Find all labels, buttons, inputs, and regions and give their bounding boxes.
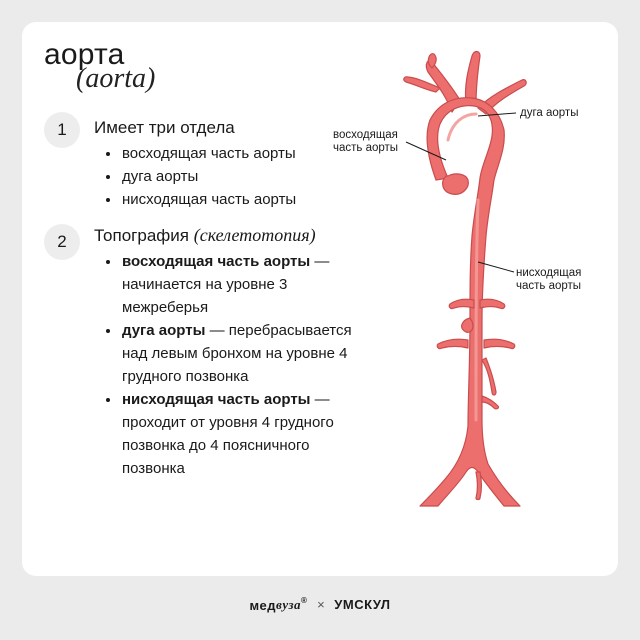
label-descending-aorta-line1: нисходящая [516,267,582,279]
page-subtitle: (aorta) [76,63,156,94]
lumbar-branch [481,395,500,410]
right-subclavian-branch [403,76,441,93]
median-sacral-artery [475,471,483,501]
label-aortic-arch: дуга аорты [520,107,579,119]
list-item-text: — перебрасывается над левым бронхом на у… [122,322,352,385]
label-ascending-aorta-line2: часть аорты [333,142,399,154]
celiac-trunk [461,317,474,333]
section-2-title-text: Топография [94,226,189,245]
list-item: дуга аорты [100,165,340,188]
list-item: нисходящая часть аорты — проходит от уро… [100,388,362,480]
aortic-arch-and-descending [419,97,521,507]
footer-brands: медвуза® × УМСКУЛ [0,596,640,613]
brand-umskul: УМСКУЛ [334,597,391,613]
list-item: восходящая часть аорты — начинается на у… [100,250,362,319]
list-item-term: нисходящая часть аорты [122,391,311,408]
list-item-term: дуга аорты [122,322,206,339]
section-1-list: восходящая часть аорты дуга аорты нисход… [100,142,340,211]
list-item: нисходящая часть аорты [100,188,340,211]
left-carotid-artery [464,50,481,105]
section-1-number: 1 [44,112,80,148]
list-item-term: восходящая часть аорты [122,253,311,270]
list-item-text: — начинается на уровне 3 межреберья [122,253,330,316]
brand-separator: × [317,597,325,613]
ascending-aorta-root [442,173,469,195]
visceral-branch [448,298,475,310]
list-item: восходящая часть аорты [100,142,340,165]
section-2-title-note: (скелетотопия) [193,225,316,245]
right-carotid-branch [427,53,437,69]
mesenteric-artery [481,357,497,396]
label-descending-aorta-line2: часть аорты [516,280,582,292]
list-item: дуга аорты — перебрасывается над левым б… [100,319,362,388]
brachiocephalic-trunk [425,60,461,113]
section-2-title: Топография (скелетотопия) [94,224,316,247]
renal-artery [436,338,469,350]
section-2-number: 2 [44,224,80,260]
brand-medvuza-part2: вуза [276,597,302,612]
section-1-title: Имеет три отдела [94,118,235,137]
content-card [22,22,618,576]
registered-mark: ® [301,596,308,606]
renal-artery [483,338,516,350]
visceral-branch [479,298,506,310]
list-item-text: — проходит от уровня 4 грудного позвонка… [122,391,334,477]
brand-medvuza: медвуза® [249,596,307,613]
page-title: аорта [44,38,125,71]
brand-medvuza-part1: мед [249,597,277,613]
label-ascending-aorta-line1: восходящая [333,129,398,141]
section-2-list: восходящая часть аорты — начинается на у… [100,250,362,480]
